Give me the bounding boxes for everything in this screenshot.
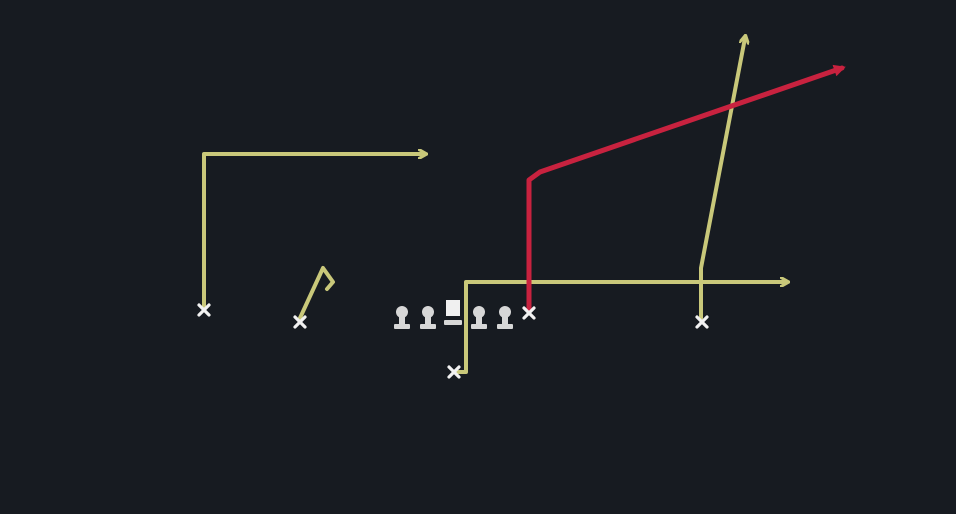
x-marker	[522, 306, 536, 320]
right-slot-route	[526, 64, 846, 312]
x-marker	[447, 365, 461, 379]
lineman-icon	[394, 306, 410, 329]
lineman-icon	[420, 306, 436, 329]
left-slot-route	[298, 266, 335, 320]
right-outside-route	[699, 38, 745, 320]
backfield-route	[455, 282, 786, 374]
center-square-icon	[444, 300, 462, 325]
left-outside-route	[202, 154, 424, 308]
lineman-icon	[497, 306, 513, 329]
x-marker	[293, 315, 307, 329]
x-marker	[197, 303, 211, 317]
lineman-icon	[471, 306, 487, 329]
x-marker	[695, 315, 709, 329]
